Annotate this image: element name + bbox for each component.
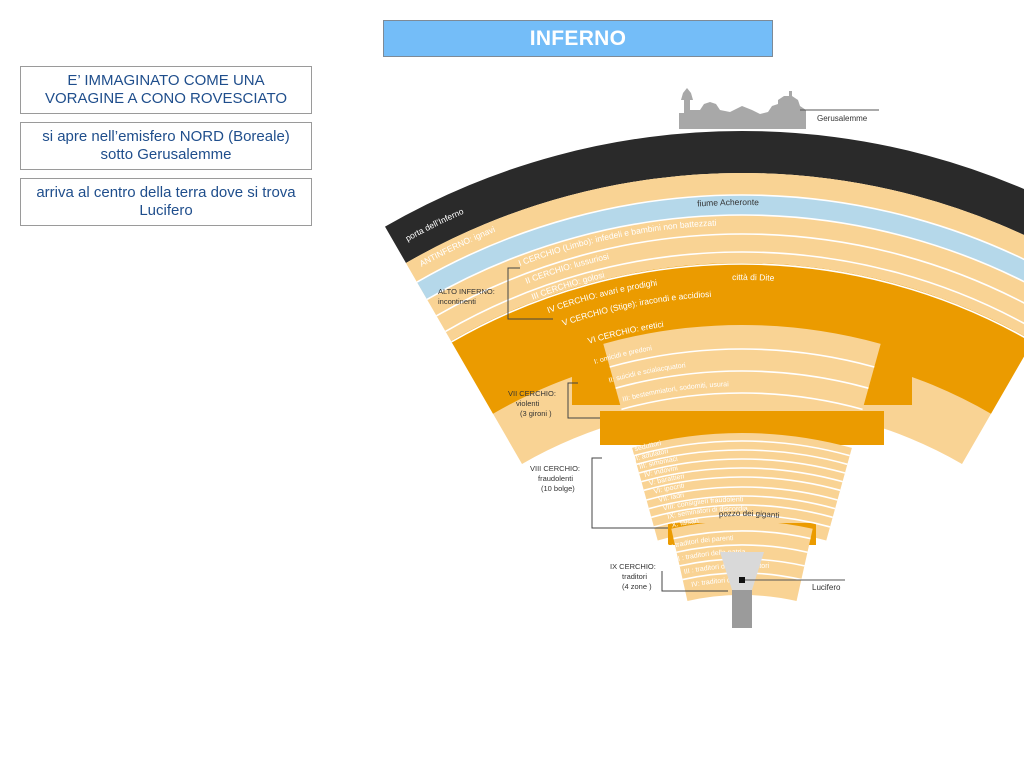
upper-separator-1	[426, 214, 1024, 301]
viii-cerchio-label-2: fraudolenti	[538, 474, 573, 483]
alto-inferno-bracket	[507, 267, 553, 320]
upper-separator-2	[436, 233, 1024, 317]
bolge-separator-3	[641, 467, 843, 483]
ix-cerchio-label-2: traditori	[622, 572, 647, 581]
viii-cerchio-block	[600, 411, 884, 445]
dite-label-path: città di Dite	[732, 272, 775, 283]
note-centro-terra-text: arriva al centro della terra dove si tro…	[36, 184, 296, 219]
note-centro-terra: arriva al centro della terra dove si tro…	[20, 178, 312, 226]
zone-separator-0	[673, 530, 811, 540]
bolge-separator-4	[643, 476, 841, 492]
vii-cerchio-annotation: VII CERCHIO: violenti (3 gironi )	[508, 382, 600, 419]
inferno-bands	[385, 131, 1024, 602]
zone-separator-1	[676, 544, 808, 554]
lucifero-label: Lucifero	[812, 583, 841, 592]
pozzo-giganti-label: pozzo dei giganti	[719, 509, 780, 520]
acheronte-band	[417, 195, 1024, 300]
vii-cerchio-bracket	[567, 382, 600, 419]
alto-inferno-label-2: incontinenti	[438, 297, 476, 306]
bolge-separator-8	[653, 514, 831, 528]
upper-separator-3	[445, 251, 1024, 333]
bolgia-10-label: X: falsari	[671, 518, 700, 530]
vii-cerchio-label-2: violenti	[516, 399, 540, 408]
dite-label: città di Dite	[732, 272, 775, 283]
vii-cerchio-arcs	[603, 325, 881, 429]
ix-cerchio-label-3: (4 zone )	[622, 582, 652, 591]
pozzo-giganti-label-path: pozzo dei giganti	[719, 509, 780, 520]
viii-cerchio-annotation: VIII CERCHIO: fraudolenti (10 bolge)	[530, 457, 668, 529]
vii-cerchio-label-3: (3 gironi )	[520, 409, 552, 418]
note-voragine: E’ IMMAGINATO COME UNA VORAGINE A CONO R…	[20, 66, 312, 114]
ix-cerchio-bracket	[661, 571, 728, 592]
viii-cerchio-bracket	[591, 457, 668, 529]
ix-cerchio-label-1: IX CERCHIO:	[610, 562, 656, 571]
bolgia-10-label-path: X: falsari	[671, 518, 700, 530]
note-emisfero-nord-text: si apre nell’emisfero NORD (Boreale) sot…	[42, 128, 290, 163]
bolge-separator-0	[634, 440, 850, 457]
porta-inferno-band	[385, 131, 1024, 264]
bolge-separator-7	[651, 504, 833, 519]
zona-4-label-path: IV: traditori dei	[691, 577, 737, 589]
gerusalemme-label: Gerusalemme	[817, 114, 868, 123]
gironi-separator-1	[615, 370, 869, 389]
band-separators	[416, 194, 1024, 581]
page-title: INFERNO	[383, 20, 773, 57]
antinferno-band	[406, 173, 1024, 283]
lucifero-marker	[739, 577, 745, 583]
gironi-separator-2	[621, 392, 863, 411]
bolge-separator-1	[636, 449, 848, 466]
alto-inferno-label-1: ALTO INFERNO:	[438, 287, 495, 296]
upper-separator-4	[451, 263, 1024, 343]
ix-cerchio-annotation: IX CERCHIO: traditori (4 zone )	[610, 562, 728, 592]
acheronte-label: fiume Acheronte	[697, 197, 760, 209]
gironi-separator-0	[609, 348, 875, 368]
zona-4-label: IV: traditori dei	[691, 577, 737, 589]
lucifero-shaft	[732, 590, 752, 628]
bolge-separator-2	[638, 458, 846, 474]
bolge-separator-6	[648, 495, 836, 510]
acheronte-label-path: fiume Acheronte	[697, 197, 760, 209]
note-emisfero-nord: si apre nell’emisfero NORD (Boreale) sot…	[20, 122, 312, 170]
alto-inferno-annotation: ALTO INFERNO: incontinenti	[438, 267, 553, 320]
gerusalemme-skyline	[679, 88, 806, 129]
note-voragine-text: E’ IMMAGINATO COME UNA VORAGINE A CONO R…	[45, 72, 287, 107]
viii-cerchio-label-3: (10 bolge)	[541, 484, 575, 493]
vii-cerchio-label-1: VII CERCHIO:	[508, 389, 556, 398]
bolge-separator-5	[646, 486, 838, 501]
upper-separator-0	[416, 194, 1024, 283]
viii-cerchio-label-1: VIII CERCHIO:	[530, 464, 580, 473]
